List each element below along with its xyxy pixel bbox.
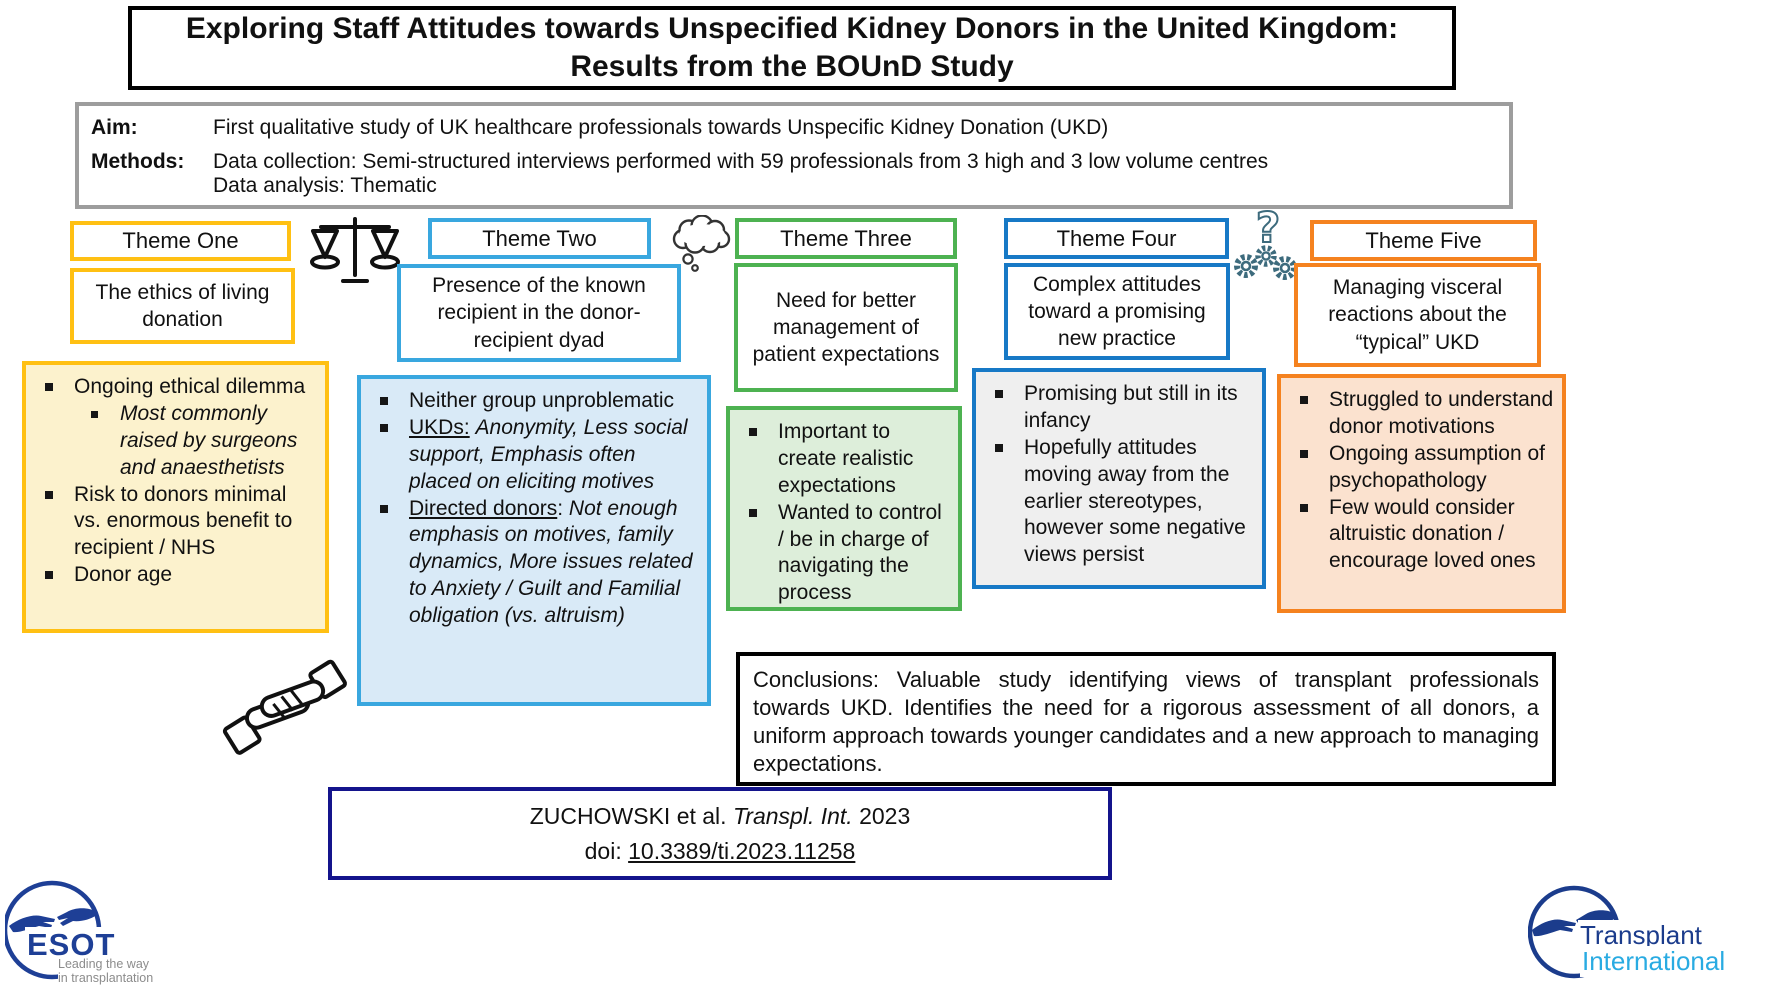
bullet-item: Risk to donors minimal vs. enormous bene… bbox=[32, 482, 319, 563]
citation-panel: ZUCHOWSKI et al. Transpl. Int. 2023 doi:… bbox=[328, 787, 1112, 880]
theme-two-title: Theme Two bbox=[428, 218, 651, 259]
theme-two-subtitle-text: Presence of the known recipient in the d… bbox=[432, 274, 646, 352]
ti-logo-line-1: Transplant bbox=[1578, 920, 1704, 951]
aim-methods-panel: Aim: First qualitative study of UK healt… bbox=[75, 102, 1513, 209]
theme-five-title: Theme Five bbox=[1310, 220, 1537, 261]
bullet-item: Neither group unproblematic bbox=[367, 388, 701, 415]
theme-five-label: Theme Five bbox=[1365, 227, 1482, 253]
doi-label: doi: bbox=[584, 837, 629, 864]
bullet-item: Important to create realistic expectatio… bbox=[736, 419, 952, 500]
bullet-item: Struggled to understand donor motivation… bbox=[1287, 387, 1556, 441]
theme-five-points: Struggled to understand donor motivation… bbox=[1277, 374, 1566, 613]
theme-four-subtitle: Complex attitudes toward a promising new… bbox=[1004, 263, 1230, 360]
bullet-item: Wanted to control / be in charge of navi… bbox=[736, 500, 952, 608]
bullet-item: Most commonly raised by surgeons and ana… bbox=[32, 401, 319, 482]
handshake-icon bbox=[220, 652, 352, 767]
methods-text: Data collection: Semi-structured intervi… bbox=[213, 150, 1499, 198]
theme-five-subtitle-text: Managing visceral reactions about the “t… bbox=[1328, 276, 1507, 354]
bullet-item: Donor age bbox=[32, 562, 319, 589]
theme-four-title: Theme Four bbox=[1004, 218, 1229, 259]
theme-two-points: Neither group unproblematic UKDs: Anonym… bbox=[357, 375, 711, 706]
bullet-item: Promising but still in its infancy bbox=[982, 381, 1256, 435]
theme-four-points: Promising but still in its infancy Hopef… bbox=[972, 368, 1266, 589]
theme-three-points: Important to create realistic expectatio… bbox=[726, 406, 962, 611]
aim-text: First qualitative study of UK healthcare… bbox=[213, 116, 1109, 139]
aim-row: Aim: First qualitative study of UK healt… bbox=[91, 116, 1499, 140]
doi-line: doi: 10.3389/ti.2023.11258 bbox=[585, 838, 856, 865]
bullet-item: Ongoing assumption of psychopathology bbox=[1287, 441, 1556, 495]
svg-text:?: ? bbox=[1256, 208, 1280, 252]
conclusions-panel: Conclusions: Valuable study identifying … bbox=[736, 652, 1556, 786]
ti-logo-line-2: International bbox=[1580, 946, 1728, 977]
theme-two-label: Theme Two bbox=[482, 225, 597, 251]
theme-two-subtitle: Presence of the known recipient in the d… bbox=[397, 264, 681, 362]
title-line-2: Results from the BOUnD Study bbox=[570, 50, 1014, 83]
theme-three-label: Theme Three bbox=[780, 225, 912, 251]
esot-logo: ESOT Leading the way in transplantation bbox=[5, 874, 180, 993]
esot-acronym: ESOT bbox=[25, 927, 118, 963]
citation-line: ZUCHOWSKI et al. Transpl. Int. 2023 bbox=[529, 802, 911, 829]
theme-three-subtitle-text: Need for better management of patient ex… bbox=[752, 288, 940, 367]
methods-row: Methods: Data collection: Semi-structure… bbox=[91, 150, 1499, 198]
scales-icon bbox=[310, 213, 400, 293]
bullet-item: UKDs: Anonymity, Less social support, Em… bbox=[367, 415, 701, 496]
transplant-international-logo: Transplant International bbox=[1528, 884, 1768, 991]
page-title: Exploring Staff Attitudes towards Unspec… bbox=[128, 6, 1456, 90]
theme-four-label: Theme Four bbox=[1056, 225, 1177, 251]
esot-tagline-line-1: Leading the way bbox=[58, 957, 150, 971]
bullet-item: Few would consider altruistic donation /… bbox=[1287, 495, 1556, 576]
theme-one-points: Ongoing ethical dilemma Most commonly ra… bbox=[22, 361, 329, 633]
doi-link[interactable]: 10.3389/ti.2023.11258 bbox=[628, 837, 856, 864]
thought-cloud-icon bbox=[668, 215, 734, 275]
theme-three-subtitle: Need for better management of patient ex… bbox=[734, 263, 958, 392]
theme-three-title: Theme Three bbox=[735, 218, 957, 259]
conclusions-text: Conclusions: Valuable study identifying … bbox=[753, 667, 1539, 776]
methods-label: Methods: bbox=[91, 150, 185, 173]
theme-one-title: Theme One bbox=[70, 221, 291, 261]
theme-four-subtitle-text: Complex attitudes toward a promising new… bbox=[1028, 272, 1206, 351]
methods-line-2: Data analysis: Thematic bbox=[213, 174, 437, 197]
esot-tagline-line-2: in transplantation bbox=[58, 970, 154, 985]
title-line-1: Exploring Staff Attitudes towards Unspec… bbox=[185, 12, 1399, 45]
theme-one-subtitle: The ethics of living donation bbox=[70, 268, 295, 344]
theme-one-subtitle-text: The ethics of living donation bbox=[95, 280, 270, 331]
theme-five-subtitle: Managing visceral reactions about the “t… bbox=[1294, 263, 1541, 367]
esot-tagline: Leading the way in transplantation bbox=[58, 957, 154, 985]
aim-label: Aim: bbox=[91, 116, 138, 139]
methods-line-1: Data collection: Semi-structured intervi… bbox=[213, 150, 1269, 173]
bullet-item: Ongoing ethical dilemma bbox=[32, 374, 319, 401]
bullet-item: Directed donors: Not enough emphasis on … bbox=[367, 496, 701, 630]
theme-one-label: Theme One bbox=[122, 228, 239, 253]
bullet-item: Hopefully attitudes moving away from the… bbox=[982, 435, 1256, 569]
question-gears-icon: ? bbox=[1230, 208, 1300, 288]
